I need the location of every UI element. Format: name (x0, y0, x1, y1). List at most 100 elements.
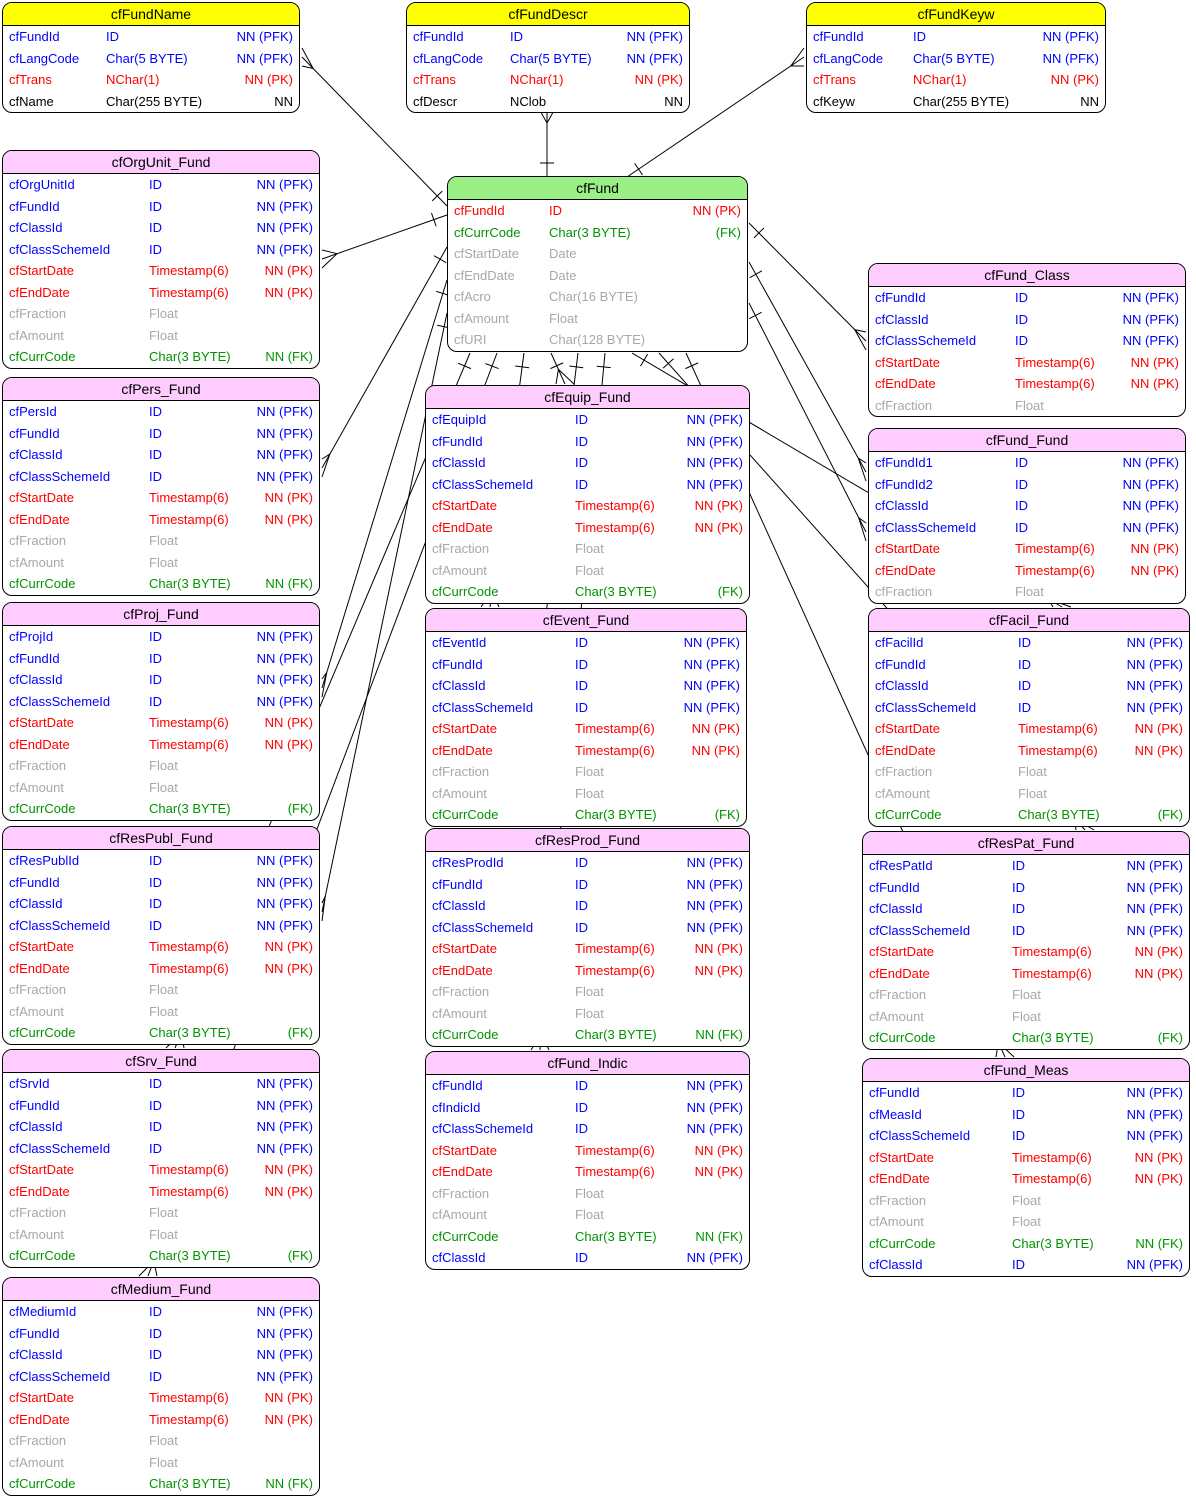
relationship-line (753, 227, 765, 239)
column-constraint: NN (PK) (1134, 965, 1183, 981)
column-constraint: NN (PK) (634, 72, 683, 87)
column-name: cfTrans (413, 72, 456, 87)
column-type: Timestamp(6) (149, 1411, 229, 1427)
column-type: Float (149, 1226, 178, 1242)
column-type: ID (149, 650, 162, 666)
column-constraint: NN (PFK) (626, 29, 683, 44)
column-type: ID (575, 433, 588, 449)
column-name: cfStartDate (9, 939, 75, 954)
column-type: ID (1015, 290, 1028, 305)
column-name: cfClassSchemeId (9, 693, 111, 709)
column-name: cfLangCode (813, 50, 884, 66)
column-type: Float (1018, 764, 1047, 779)
column-name: cfEventId (432, 635, 487, 650)
column-name: cfFraction (9, 306, 67, 321)
column-constraint: NN (PFK) (683, 699, 740, 715)
column-constraint: NN (PFK) (686, 412, 743, 427)
table-title: cfEvent_Fund (426, 609, 746, 632)
column-type: ID (149, 198, 162, 214)
relationship-line (321, 896, 326, 922)
column-name: cfClassId (9, 1119, 63, 1134)
column-constraint: NN (PFK) (256, 917, 313, 933)
column-name: cfFundId (432, 656, 483, 672)
column-name: cfProjId (9, 629, 54, 644)
column-name: cfClassSchemeId (432, 699, 534, 715)
column-name: cfTrans (9, 72, 52, 87)
column-constraint: NN (PFK) (256, 693, 313, 709)
column-constraint: NN (PFK) (686, 1078, 743, 1093)
column-type: Timestamp(6) (149, 960, 229, 976)
relationship-line (431, 190, 443, 202)
column-type: Float (1012, 1008, 1041, 1024)
column-constraint: NN (PFK) (256, 468, 313, 484)
column-name: cfAcro (454, 289, 491, 304)
column-constraint: NN (PK) (1134, 721, 1183, 736)
column-constraint: NN (PFK) (1122, 476, 1179, 492)
column-name: cfCurrCode (9, 1476, 76, 1491)
relationship-line (640, 353, 649, 367)
column-constraint: NN (PFK) (1126, 635, 1183, 650)
relationship-line (301, 65, 314, 69)
column-type: Char(128 BYTE) (549, 332, 646, 347)
table-title: cfEquip_Fund (426, 386, 749, 409)
column-constraint: (FK) (1157, 1030, 1183, 1045)
column-type: ID (149, 447, 162, 462)
column-constraint: NN (PFK) (1122, 519, 1179, 535)
column-name: cfCurrCode (9, 1248, 76, 1263)
column-name: cfAmount (454, 310, 509, 326)
relationship-line (596, 365, 611, 369)
column-name: cfClassId (9, 447, 63, 462)
column-type: Char(3 BYTE) (575, 1027, 657, 1042)
table-title: cfResProd_Fund (426, 829, 749, 852)
column-name: cfFundId (454, 203, 505, 218)
column-type: Timestamp(6) (149, 939, 229, 954)
column-constraint: NN (PFK) (256, 1140, 313, 1156)
column-constraint: NN (664, 93, 683, 109)
column-type: ID (149, 917, 162, 933)
column-name: cfEquipId (432, 412, 487, 427)
column-constraint: NN (PK) (691, 721, 740, 736)
column-type: ID (575, 1078, 588, 1093)
